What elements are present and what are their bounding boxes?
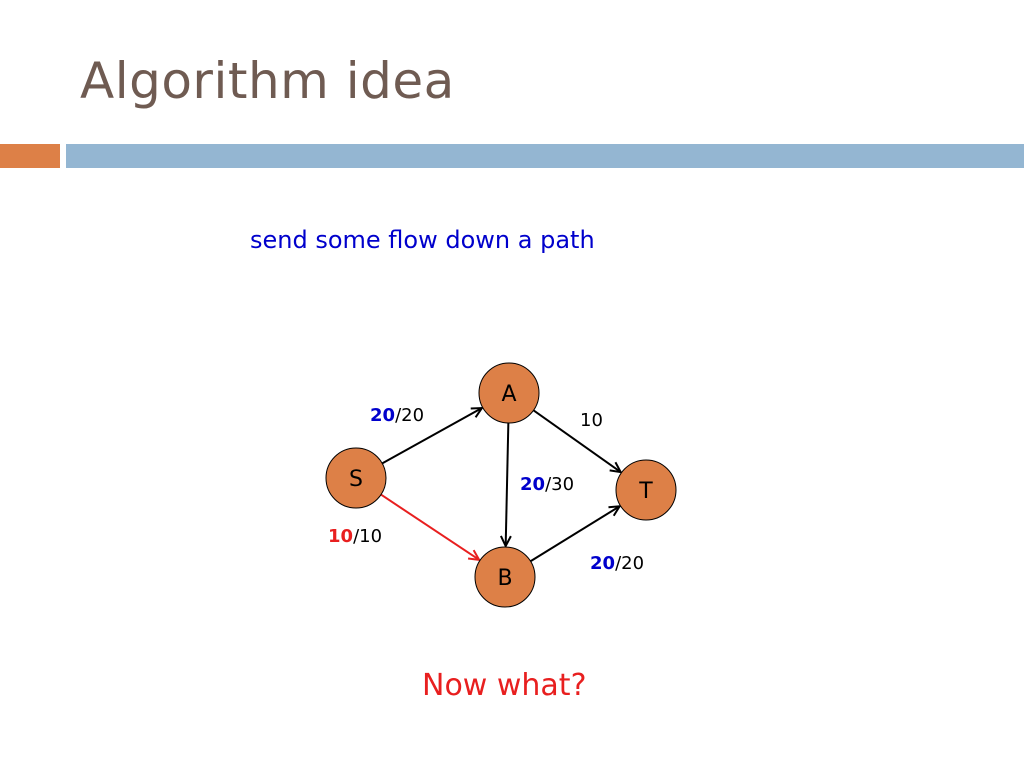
- node-label: B: [497, 566, 512, 591]
- edge-capacity-value: /10: [353, 526, 382, 547]
- edge-label-a-t: 10: [580, 410, 603, 431]
- edge-flow-value: 20: [590, 553, 615, 574]
- edge-b-t: [530, 506, 620, 563]
- edge-label-a-b: 20/30: [520, 474, 574, 495]
- node-circle: [615, 459, 677, 521]
- edge-capacity-value: /20: [395, 405, 424, 426]
- node-s: S: [325, 447, 387, 509]
- now-what-question: Now what?: [422, 668, 587, 703]
- node-circle: [325, 447, 387, 509]
- edge-s-a: [381, 408, 482, 465]
- edge-label-s-b: 10/10: [328, 526, 382, 547]
- node-circle: [474, 546, 536, 608]
- node-label: S: [349, 467, 363, 492]
- node-a: A: [478, 362, 540, 424]
- edge-label-b-t: 20/20: [590, 553, 644, 574]
- edge-flow-value: 20: [520, 474, 545, 495]
- edge-flow-value: 20: [370, 405, 395, 426]
- edge-a-t: [532, 409, 620, 472]
- slide-title: Algorithm idea: [80, 52, 455, 110]
- edge-s-b: [380, 493, 479, 560]
- title-underline-bar: [66, 144, 1024, 168]
- node-b: B: [474, 546, 536, 608]
- subtitle-text: send some flow down a path: [250, 226, 595, 254]
- node-label: A: [501, 382, 516, 407]
- node-label: T: [638, 479, 653, 504]
- edge-capacity-value: /30: [545, 474, 574, 495]
- edge-capacity-value: /20: [615, 553, 644, 574]
- edge-capacity-value: 10: [580, 410, 603, 431]
- edge-flow-value: 10: [328, 526, 353, 547]
- node-t: T: [615, 459, 677, 521]
- edge-a-b: [506, 422, 509, 546]
- title-accent-bar: [0, 144, 60, 168]
- edge-label-s-a: 20/20: [370, 405, 424, 426]
- node-circle: [478, 362, 540, 424]
